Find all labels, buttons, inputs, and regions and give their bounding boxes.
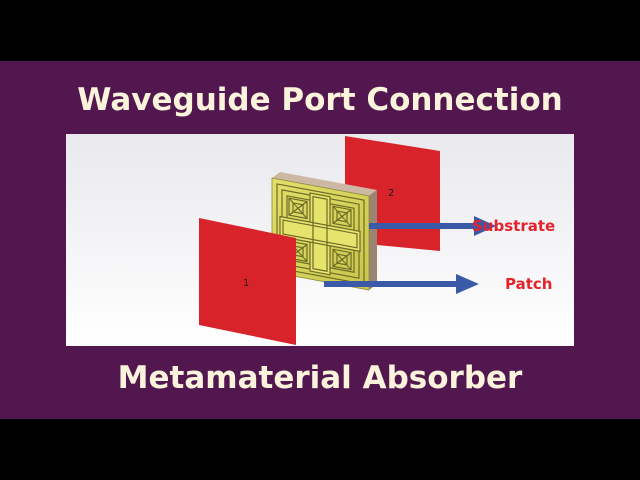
- metamaterial-pattern: [276, 183, 365, 285]
- patch-annotation: Patch: [505, 275, 552, 293]
- absorber-illustration: 2: [199, 136, 555, 345]
- subtitle: Metamaterial Absorber: [117, 360, 523, 396]
- main-title: Waveguide Port Connection: [77, 82, 563, 118]
- substrate-top-face: [272, 172, 377, 196]
- substrate-annotation: Substrate: [472, 217, 555, 235]
- port-2-label: 2: [388, 188, 394, 199]
- waveguide-port-1: [199, 218, 296, 345]
- substrate-arrow: [369, 216, 496, 236]
- simulation-view: 2: [66, 134, 574, 346]
- patch-arrow: [324, 274, 479, 294]
- substrate-side-face: [369, 190, 377, 290]
- port-1-label: 1: [243, 278, 249, 289]
